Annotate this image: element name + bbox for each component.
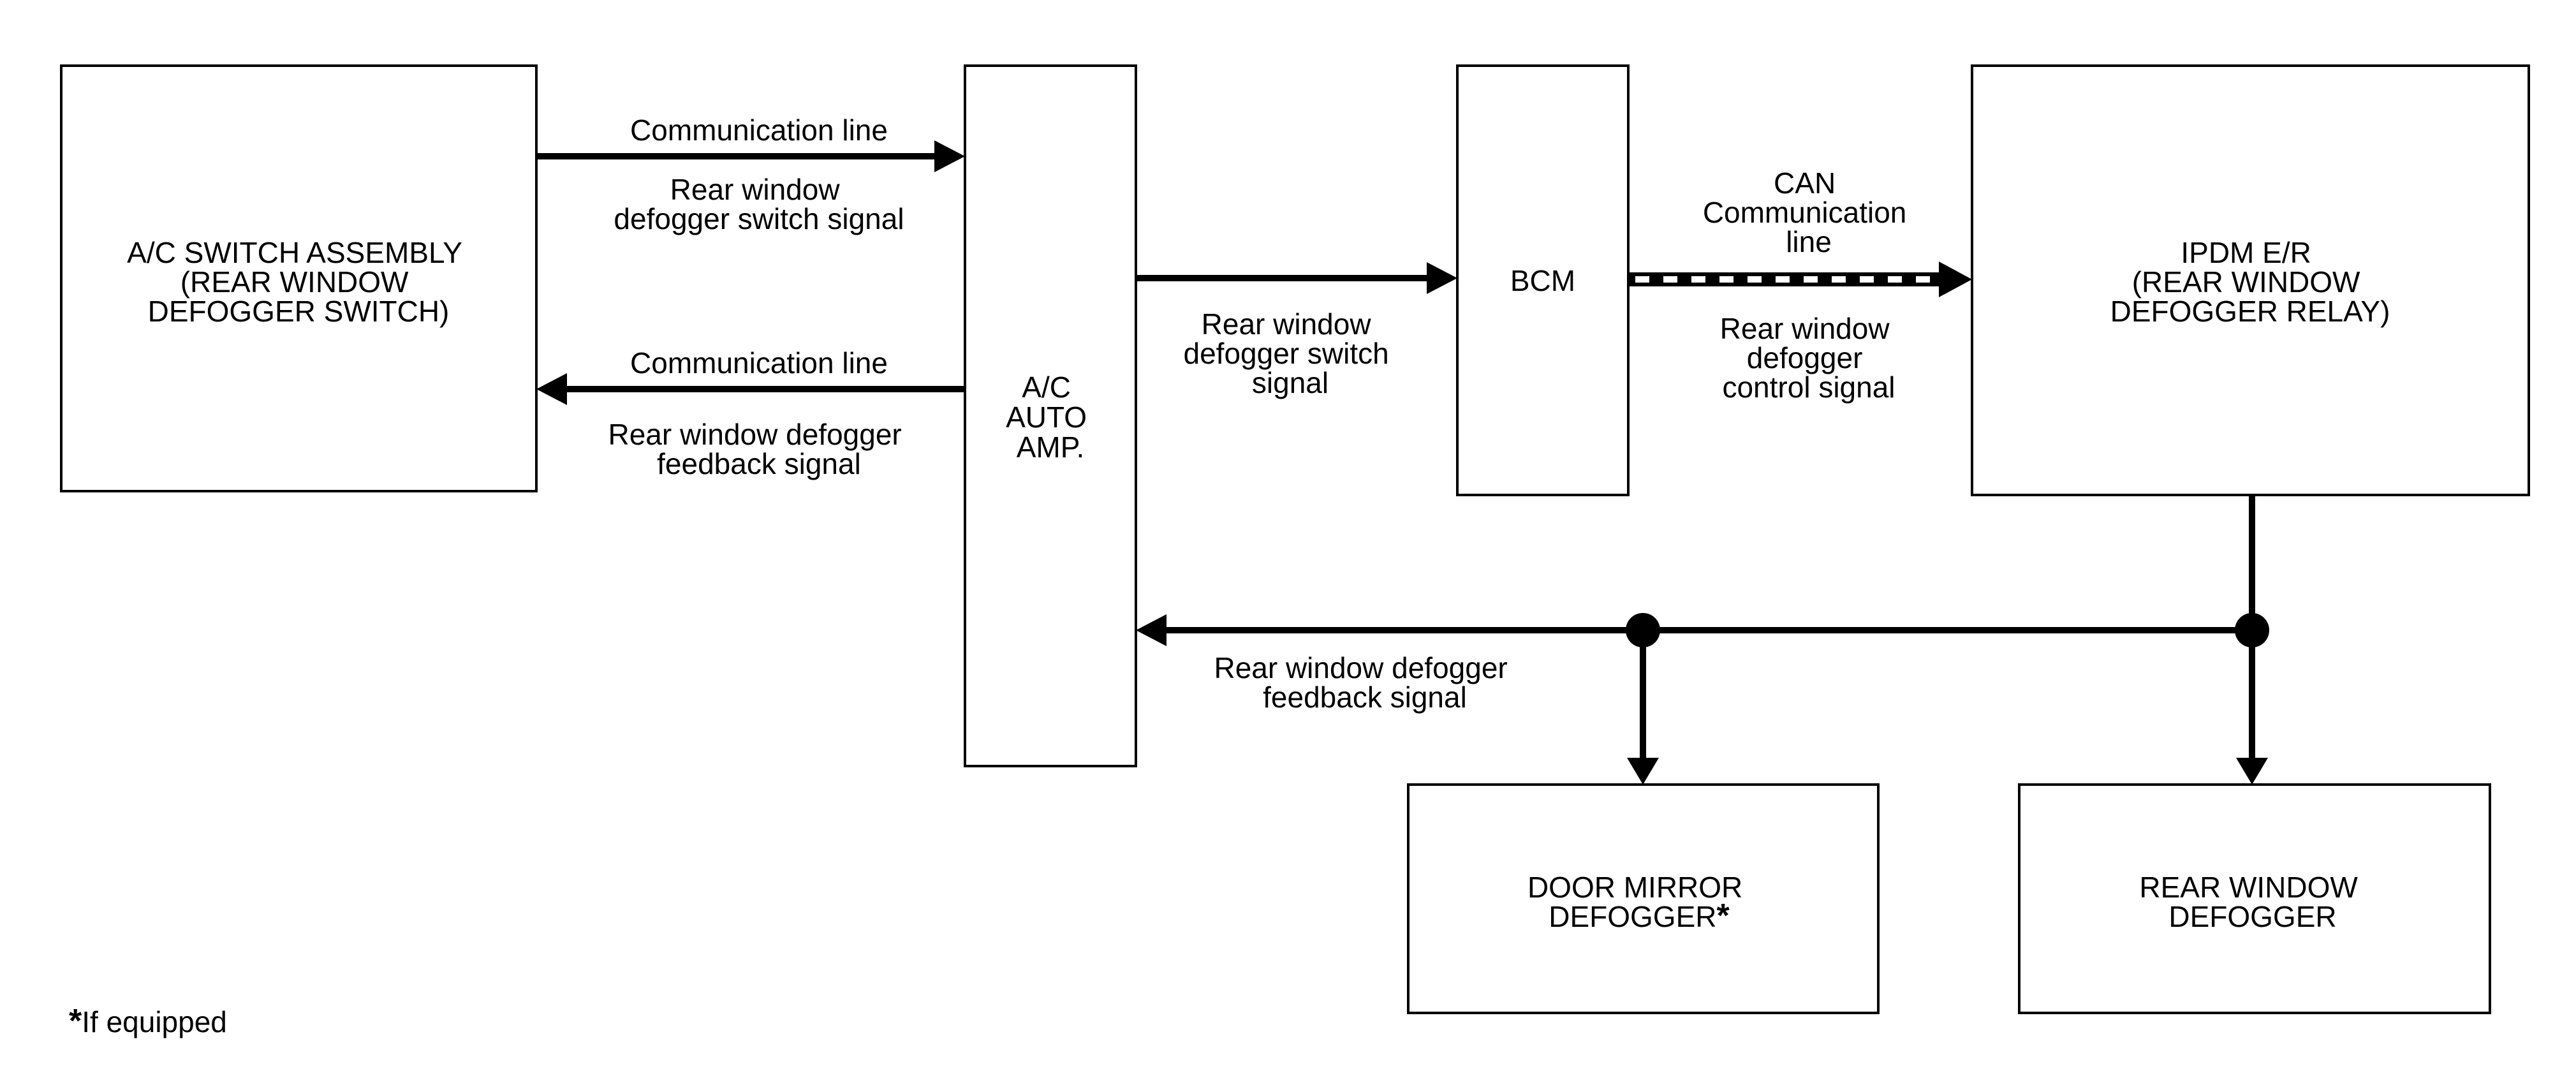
amp-to-bcm-signal-line: defogger switch [1184, 337, 1389, 370]
switch-to-amp-signal-line: Rear window [670, 173, 841, 206]
amp-to-bcm-signal-line: signal [1252, 366, 1328, 399]
feedback-to-amp-signal-line: feedback signal [1263, 681, 1467, 714]
switch-to-amp-line-label: Communication line [630, 114, 888, 147]
ipdm-label: IPDM E/R (REAR WINDOW DEFOGGER RELAY) [2110, 236, 2390, 328]
ipdm-label-line: (REAR WINDOW [2132, 265, 2360, 299]
door-mirror-label-text: DEFOGGER [1549, 900, 1716, 933]
bcm-to-ipdm-arrowhead [1939, 262, 1972, 297]
ac-switch-assembly-box [60, 64, 538, 492]
footnote-text: If equipped [82, 1005, 227, 1038]
door-mirror-label-line: DEFOGGER* [1549, 897, 1730, 934]
ac-switch-label-line: (REAR WINDOW [180, 265, 409, 299]
can-line-label-line: Communication [1703, 196, 1907, 229]
rear-window-defogger-box [2018, 783, 2491, 1014]
can-line-label: CAN Communication line [1703, 166, 1915, 258]
rear-window-label: REAR WINDOW DEFOGGER [2139, 871, 2366, 933]
can-line-label-line: line [1786, 225, 1832, 258]
bcm-label: BCM [1510, 264, 1575, 297]
ac-auto-amp-label-line: AUTO [1006, 401, 1087, 434]
bcm-box [1456, 64, 1630, 496]
door-mirror-label-line: DOOR MIRROR [1527, 871, 1742, 904]
can-line-label-line: CAN [1774, 166, 1836, 200]
amp-to-bcm-signal-label: Rear window defogger switch signal [1184, 307, 1397, 399]
door-mirror-arrowhead [1627, 758, 1659, 785]
footnote-asterisk: * [69, 1003, 82, 1040]
door-mirror-defogger-box [1407, 783, 1880, 1014]
ac-auto-amp-label-line: A/C [1022, 371, 1071, 404]
rear-window-label-line: DEFOGGER [2168, 900, 2336, 933]
feedback-to-amp-signal-label: Rear window defogger feedback signal [1214, 651, 1515, 714]
rear-window-arrowhead [2236, 758, 2268, 785]
amp-to-switch-line-label: Communication line [630, 346, 888, 380]
switch-to-amp-signal-line: defogger switch signal [614, 202, 904, 235]
amp-to-bcm-signal-line: Rear window [1202, 307, 1372, 341]
door-mirror-asterisk: * [1717, 897, 1730, 934]
feedback-to-amp-arrowhead [1136, 614, 1167, 646]
amp-to-switch-signal-line: feedback signal [657, 447, 861, 480]
amp-to-bcm-arrowhead [1427, 262, 1457, 294]
ac-switch-label: A/C SWITCH ASSEMBLY (REAR WINDOW DEFOGGE… [127, 236, 470, 328]
ac-switch-label-line: DEFOGGER SWITCH) [148, 295, 450, 328]
switch-to-amp-signal-label: Rear window defogger switch signal [614, 173, 904, 235]
ipdm-label-line: DEFOGGER RELAY) [2110, 295, 2390, 328]
ipdm-label-line: IPDM E/R [2181, 236, 2311, 269]
ac-switch-label-line: A/C SWITCH ASSEMBLY [127, 236, 462, 269]
amp-to-switch-signal-label: Rear window defogger feedback signal [608, 418, 909, 480]
ac-auto-amp-box [964, 64, 1137, 767]
switch-to-amp-arrowhead [934, 140, 965, 172]
footnote: *If equipped [69, 1003, 227, 1040]
amp-to-switch-arrowhead [536, 373, 567, 405]
junction-ipdm [2235, 613, 2269, 647]
bcm-to-ipdm-signal-line: Rear window [1720, 312, 1890, 345]
ac-auto-amp-label-line: AMP. [1017, 431, 1085, 464]
ipdm-er-box [1971, 64, 2530, 496]
bcm-to-ipdm-signal-line: control signal [1722, 371, 1895, 404]
junction-door-mirror [1626, 613, 1660, 647]
bcm-to-ipdm-signal-label: Rear window defogger control signal [1720, 312, 1898, 404]
bcm-to-ipdm-signal-line: defogger [1747, 341, 1863, 374]
door-mirror-label: DOOR MIRROR DEFOGGER* [1527, 871, 1751, 934]
amp-to-switch-signal-line: Rear window defogger [608, 418, 901, 451]
rear-window-label-line: REAR WINDOW [2139, 871, 2358, 904]
bcm-label-line: BCM [1510, 264, 1575, 297]
feedback-to-amp-signal-line: Rear window defogger [1214, 651, 1507, 684]
ac-auto-amp-label: A/C AUTO AMP. [1006, 371, 1095, 464]
